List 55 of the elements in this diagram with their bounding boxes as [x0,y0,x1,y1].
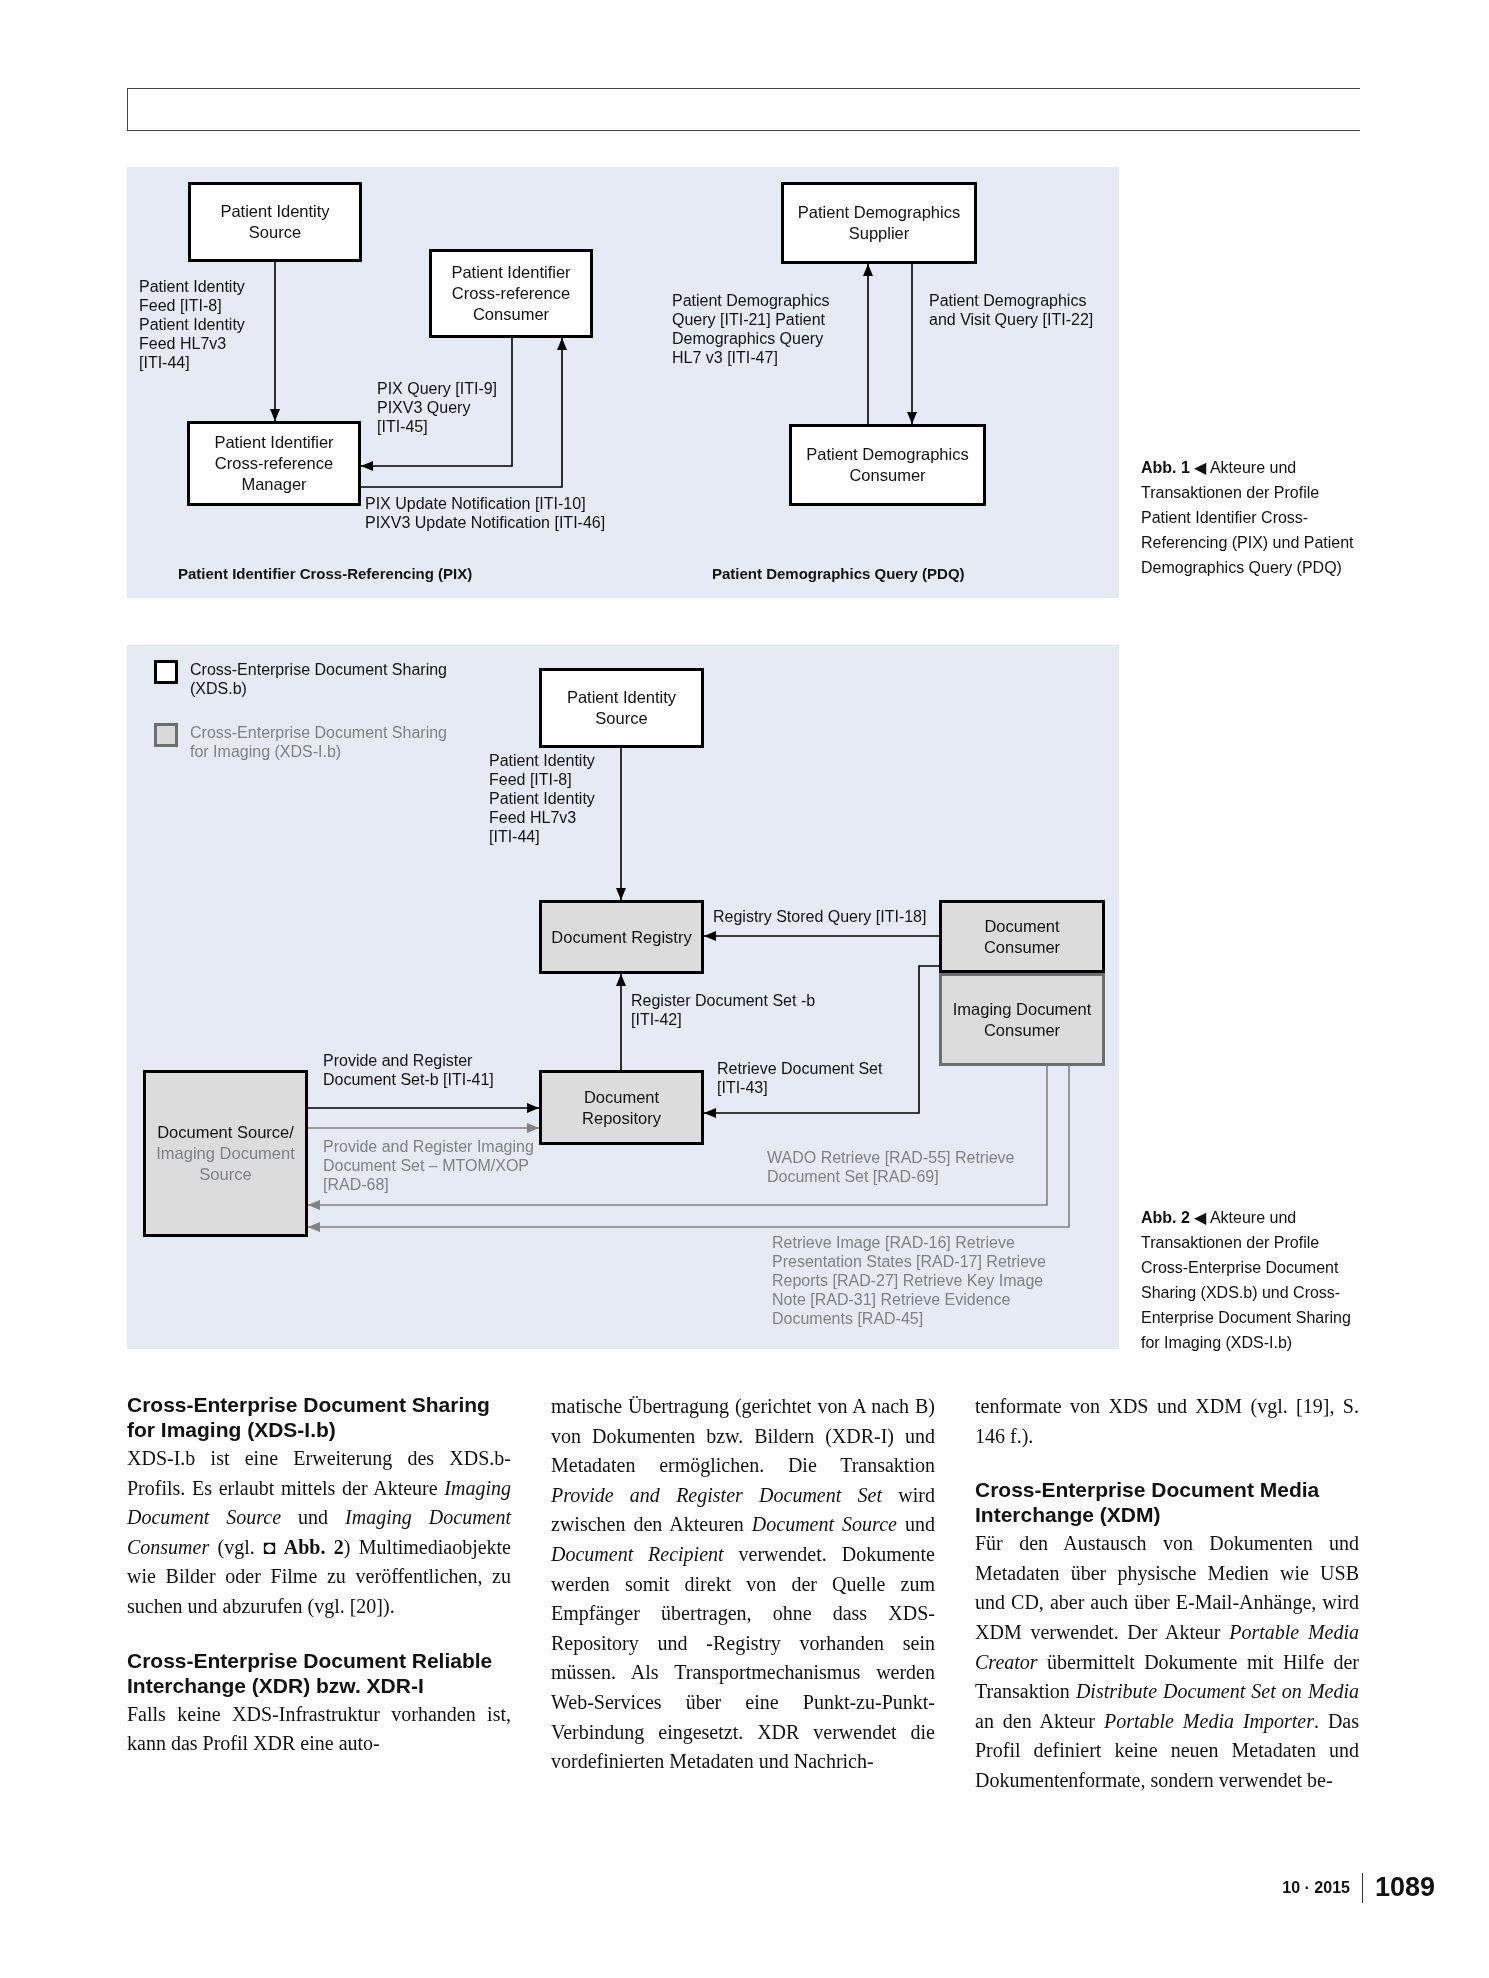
legend-text: Cross-Enterprise Document Sharing (XDS.b) [190,660,448,698]
figure-panel [127,645,1119,1349]
actor-name: Patient Demographics Supplier [796,202,962,244]
figure-panel [127,167,1119,598]
actor-box [429,249,593,338]
actor-name: Document Source/ [157,1122,294,1143]
body-paragraph: Für den Austausch von Dokumenten und Metadaten über physische Medien wie USB und CD, aber auch über E-Mail-Anhänge, wird XDM verwendet. Der Akteur Portable Media Creator übermittelt Dokumente mit Hilfe der Transaktion Distribute Document Set on Media an den Akteur Portable Media Importer. Das Profil definiert keine neuen Metadaten und Dokumentenformate, sondern verwendet be- [975,1531,1359,1793]
section-heading: Cross-Enterprise Document Reliable Interchange (XDR) bzw. XDR-I [127,1647,494,1698]
actor-name: Patient Identity Source [219,201,331,243]
body-paragraph: matische Übertragung (gerichtet von A nach B) von Dokumenten bzw. Bildern (XDR-I) und Metadaten ermöglichen. Die Transaktion Provide and Register Document Set wird zwischen den Akteuren Document Source und Document Recipient verwendet. Dokumente werden somit direkt von der Quelle zum Empfänger übertragen, ohne dass XDS-Repository und -Registry vorhanden sein müssen. Als Transportmechanismus werden Web-Services über eine Punkt-zu-Punkt-Verbindung eingesetzt. XDR verwendet die vordefinierten Metadaten und Nachrich- [551,1394,935,1775]
actor-box [143,1070,308,1237]
actor-name: Imaging Document Consumer [951,998,1093,1041]
figure-caption: Abb. 1 ◀ Akteure und Transaktionen der Profile Patient Identifier Cross-Referencing (PIX) und Patient Demographics Query (PDQ) [1141,458,1355,578]
body-paragraph: Falls keine XDS-Infrastruktur vorhanden ist, kann das Profil XDR eine auto- [127,1701,511,1757]
page-number: 1089 [1374,1872,1435,1903]
arrow [360,337,513,471]
journal-issue: 10 · 2015 [1282,1878,1350,1897]
arrow [307,1065,1070,1232]
actor-box [539,1070,704,1145]
actor-name: Document Consumer [982,915,1062,958]
legend-text: Cross-Enterprise Document Sharing for Imaging (XDS-I.b) [190,723,448,761]
arrow [616,747,626,901]
body-paragraph: XDS-I.b ist eine Erweiterung des XDS.b-Profils. Es erlaubt mittels der Akteure Imaging Document Source und Imaging Document Consumer (vgl. ◘ Abb. 2) Multimediaobjekte wie Bilder oder Filme zu veröffentlichen, zu suchen und abzurufen (vgl. [20]). [127,1446,511,1620]
arrow [307,1065,1048,1210]
actor-box [789,424,986,506]
edge-label: Provide and Register Imaging Document Set – MTOM/XOP [RAD-68] [323,1137,535,1194]
panel-title: Patient Demographics Query (PDQ) [712,565,965,582]
arrow [307,1123,540,1133]
actor-box [539,668,704,748]
arrow [703,931,940,941]
actor-name: Document Repository [581,1086,662,1129]
figure-caption: Abb. 2 ◀ Akteure und Transaktionen der Profile Cross-Enterprise Document Sharing (XDS.b) und Cross-Enterprise Document Sharing for Imaging (XDS-I.b) [1141,1208,1352,1353]
arrow [270,261,280,422]
panel-title: Patient Identifier Cross-Referencing (PIX) [178,565,473,582]
actor-box [781,182,977,264]
arrow [360,337,567,488]
section-heading: Cross-Enterprise Document Media Interchange (XDM) [975,1477,1321,1528]
actor-box [188,182,362,262]
arrow [863,263,873,425]
arrow [703,965,940,1118]
actor-name: Patient Identifier Cross-reference Consumer [450,262,572,325]
arrow [907,263,917,425]
body-paragraph: tenformate von XDS und XDM (vgl. [19], S. 146 f.). [975,1394,1359,1450]
arrow [616,973,626,1071]
actor-box [187,421,361,506]
actor-name: Patient Identity Source [565,687,678,729]
actor-name: Patient Identifier Cross-reference Manager [213,432,335,495]
actor-box [939,900,1105,973]
actor-box [539,900,704,974]
actor-name: Patient Demographics Consumer [805,444,970,486]
section-heading: Cross-Enterprise Document Sharing for Imaging (XDS-I.b) [127,1392,491,1442]
actor-name: Document Registry [551,926,692,948]
actor-name: Imaging Document Source [155,1143,296,1185]
actor-box [939,973,1105,1066]
arrow [307,1103,540,1113]
